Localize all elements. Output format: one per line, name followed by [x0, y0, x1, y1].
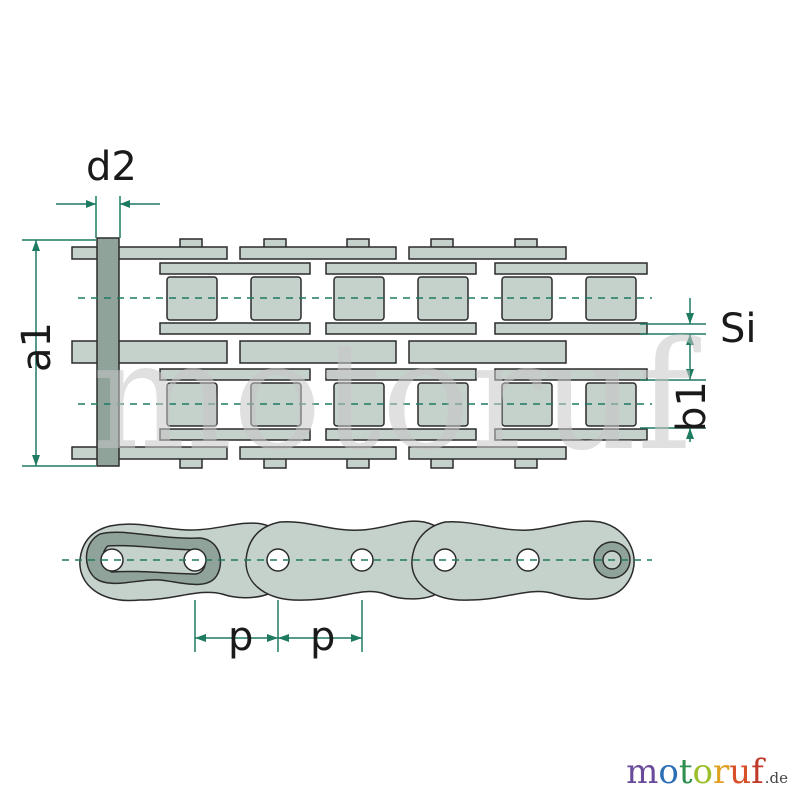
logo-letter: o — [692, 752, 713, 792]
logo-letter: m — [626, 752, 659, 792]
logo-letter: r — [712, 752, 730, 792]
label-si: Si — [720, 306, 757, 352]
chain-top-view — [71, 237, 648, 469]
outer-plates-top — [71, 246, 567, 260]
center-lines-top — [78, 297, 652, 405]
inner-plates-row2-upper — [159, 368, 648, 381]
label-p-left: p — [228, 614, 253, 660]
logo-tld: .de — [764, 769, 788, 787]
label-d2: d2 — [86, 144, 137, 190]
label-a1: a1 — [14, 322, 60, 372]
inner-plates-row1-lower — [159, 322, 648, 335]
logo-letter: o — [658, 752, 679, 792]
motoruf-logo: motoruf.de — [626, 752, 788, 792]
inner-plates-row1-upper — [159, 262, 648, 275]
inner-plates-row2-lower — [159, 428, 648, 441]
label-p-right: p — [310, 614, 335, 660]
dimension-lines — [22, 196, 706, 467]
logo-letter: t — [678, 752, 693, 792]
logo-letter: f — [751, 752, 764, 792]
watermark-text: motoruf — [92, 310, 701, 484]
connecting-pin — [96, 237, 120, 467]
label-b1: b1 — [669, 381, 715, 432]
pitch-dimensions — [194, 600, 363, 652]
chain-side-view — [79, 520, 635, 602]
logo-letter: u — [729, 752, 752, 792]
